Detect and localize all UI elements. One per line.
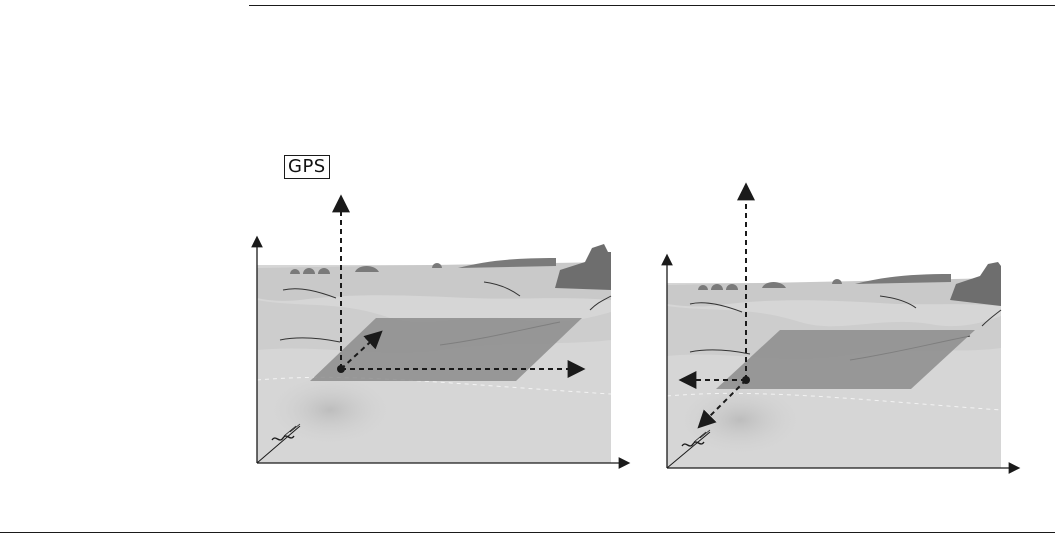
right-scene (667, 186, 1018, 468)
left-scene (257, 198, 628, 463)
left-shadow (260, 370, 400, 450)
left-origin-point (337, 365, 345, 373)
right-origin-point (742, 376, 750, 384)
right-cliff (950, 262, 1001, 306)
